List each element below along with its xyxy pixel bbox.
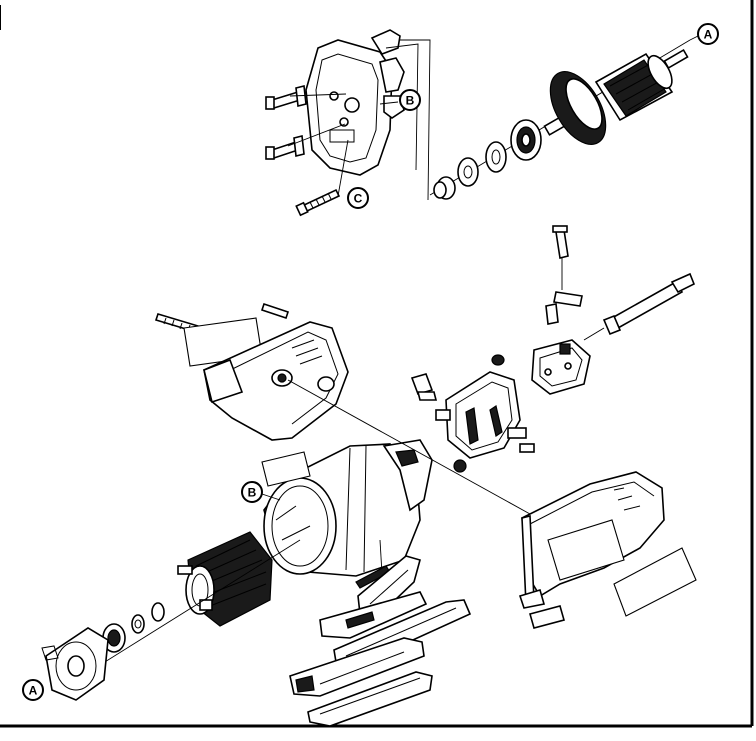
svg-text:B: B bbox=[248, 486, 257, 500]
end-cap-screw-lower bbox=[265, 135, 305, 160]
bracket-line bbox=[400, 39, 431, 201]
leader-line bbox=[289, 93, 347, 97]
svg-text:A: A bbox=[704, 28, 713, 42]
handle-clip bbox=[529, 605, 565, 629]
small-screw bbox=[545, 303, 559, 325]
brush-left bbox=[410, 373, 438, 401]
svg-text:C: C bbox=[354, 192, 363, 206]
brush-clip bbox=[553, 291, 583, 307]
field-stator bbox=[177, 531, 273, 627]
page-frame bbox=[0, 0, 754, 728]
front-bearing bbox=[102, 623, 126, 653]
thrust-washer bbox=[485, 141, 507, 173]
callout-b-top: B bbox=[399, 89, 421, 111]
blade-holder-upper bbox=[319, 591, 428, 639]
leader-line bbox=[261, 493, 281, 501]
brush-screw bbox=[552, 225, 569, 259]
bracket-line bbox=[385, 43, 419, 171]
handle-alignment-line bbox=[287, 379, 531, 515]
handle-label-large bbox=[547, 519, 625, 581]
cover-short-screw bbox=[260, 302, 290, 320]
end-cap-screw-upper bbox=[265, 85, 307, 110]
shoe-plate bbox=[307, 671, 433, 727]
armature bbox=[543, 48, 689, 145]
brush-spring-lower bbox=[453, 459, 467, 473]
svg-text:A: A bbox=[29, 684, 38, 698]
ball-bearing bbox=[510, 119, 542, 161]
svg-text:B: B bbox=[406, 94, 415, 108]
brush-holder bbox=[435, 371, 535, 459]
switch-rod bbox=[583, 272, 696, 341]
leader-line bbox=[287, 123, 346, 147]
housing-label bbox=[261, 451, 311, 487]
handle-housing-half bbox=[203, 321, 349, 441]
handle-label-tag bbox=[613, 547, 697, 617]
front-washer-small bbox=[151, 602, 165, 622]
front-washer bbox=[131, 614, 145, 634]
callout-b-mid: B bbox=[241, 481, 263, 503]
leader-line bbox=[689, 35, 699, 41]
rear-end-cap bbox=[305, 29, 405, 176]
switch-body bbox=[531, 339, 591, 395]
leader-line bbox=[337, 139, 349, 197]
blade-guide-base bbox=[289, 637, 425, 697]
leader-line bbox=[379, 101, 399, 105]
spacer-washer bbox=[457, 157, 479, 187]
end-cap-long-screw bbox=[295, 188, 341, 217]
brush-spring-upper bbox=[491, 354, 505, 366]
bearing-sleeve bbox=[433, 176, 456, 200]
callout-c-top: C bbox=[347, 187, 369, 209]
callout-a-bottom: A bbox=[22, 679, 44, 701]
callout-a-top: A bbox=[697, 23, 719, 45]
front-end-cover bbox=[41, 627, 109, 701]
